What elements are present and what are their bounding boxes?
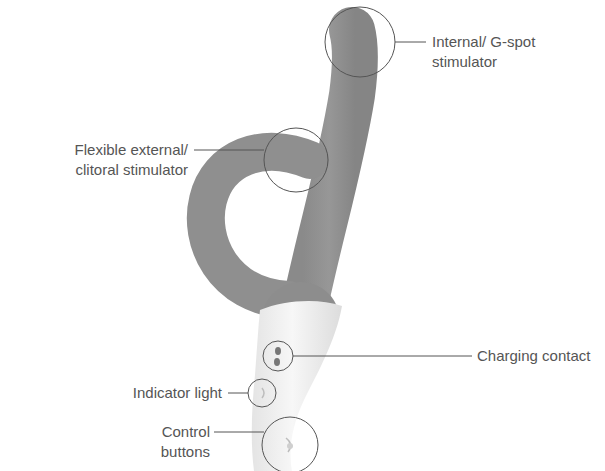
part-label: Indicator light — [102, 383, 222, 403]
callout-circle — [264, 128, 328, 192]
leader-line — [395, 42, 426, 43]
leader-line — [228, 393, 248, 394]
handle — [252, 301, 342, 471]
charging-pin — [275, 347, 281, 355]
leader-line — [293, 356, 472, 357]
indicator-light — [262, 388, 264, 398]
callout-circle — [325, 7, 395, 77]
callout-circle — [248, 379, 276, 407]
part-label: Charging contact — [477, 346, 599, 366]
charging-pin — [274, 358, 280, 366]
external-stimulator — [206, 152, 310, 300]
control-button — [287, 443, 293, 449]
part-label: Control buttons — [148, 422, 210, 462]
callout-circle — [262, 417, 318, 471]
leader-line — [214, 432, 264, 433]
callout-circle — [263, 341, 293, 371]
leader-line — [194, 150, 264, 151]
part-label: Internal/ G-spot stimulator — [432, 32, 562, 72]
part-label: Flexible external/ clitoral stimulator — [38, 140, 188, 180]
